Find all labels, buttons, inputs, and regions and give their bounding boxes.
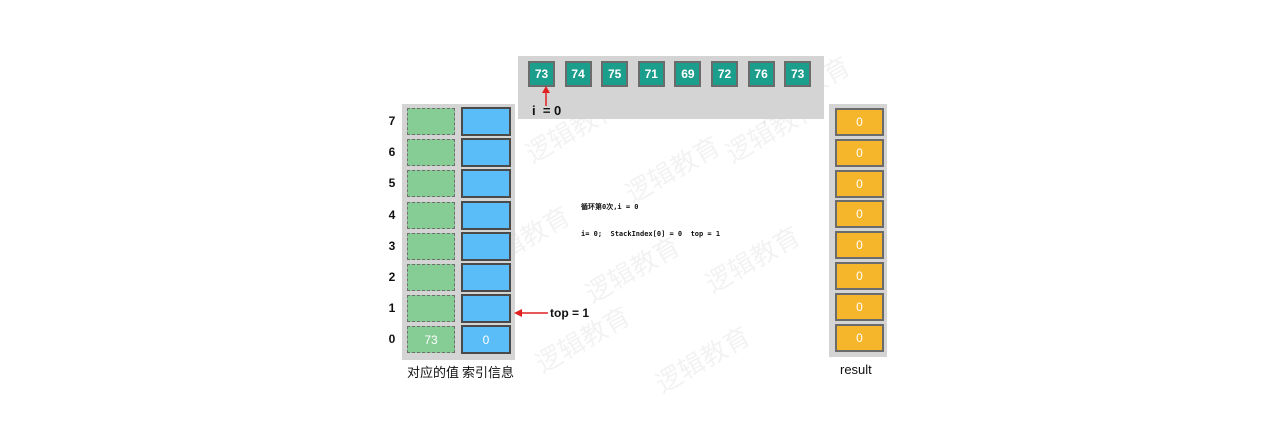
value-cell bbox=[407, 108, 455, 135]
row-index-label: 4 bbox=[388, 207, 396, 222]
result-cell: 0 bbox=[835, 108, 884, 136]
index-cell bbox=[461, 169, 511, 199]
result-label: result bbox=[840, 362, 872, 377]
row-index-label: 0 bbox=[388, 332, 396, 347]
loop-info: 循环第0次,i = 0 i= 0; StackIndex[0] = 0 top … bbox=[581, 185, 720, 248]
row-index-label: 1 bbox=[388, 301, 396, 316]
row-index-label: 7 bbox=[388, 114, 396, 128]
value-column-label: 对应的值 bbox=[407, 365, 460, 380]
watermark: 逻辑教育 bbox=[650, 320, 756, 399]
array-cell: 73 bbox=[528, 61, 555, 87]
index-cell bbox=[461, 138, 511, 168]
array-cell: 76 bbox=[747, 61, 775, 87]
index-column-label: 索引信息 bbox=[462, 365, 515, 380]
array-cell: 72 bbox=[711, 61, 738, 87]
result-cell: 0 bbox=[835, 200, 884, 229]
value-cell bbox=[407, 139, 455, 167]
index-cell bbox=[461, 200, 511, 230]
array-cell: 73 bbox=[784, 61, 812, 87]
top-pointer-arrow bbox=[514, 309, 548, 317]
index-cell: 0 bbox=[461, 325, 511, 355]
i-pointer-arrow bbox=[542, 86, 550, 106]
row-index-label: 2 bbox=[388, 270, 396, 284]
array-cell: 75 bbox=[601, 61, 629, 87]
index-cell bbox=[461, 294, 511, 324]
index-cell bbox=[461, 263, 511, 292]
row-index-label: 6 bbox=[388, 145, 396, 160]
value-cell: 73 bbox=[407, 326, 455, 354]
result-cell: 0 bbox=[835, 292, 884, 321]
array-cell: 74 bbox=[564, 61, 592, 87]
result-cell: 0 bbox=[835, 262, 884, 290]
result-cell: 0 bbox=[835, 169, 884, 198]
result-cell: 0 bbox=[835, 323, 884, 352]
value-cell bbox=[407, 295, 455, 323]
array-cell: 69 bbox=[674, 61, 702, 87]
result-cell: 0 bbox=[835, 231, 884, 260]
loop-info-line: i= 0; StackIndex[0] = 0 top = 1 bbox=[581, 230, 721, 238]
value-cell bbox=[407, 170, 455, 198]
row-index-label: 5 bbox=[388, 176, 396, 191]
value-cell bbox=[407, 201, 455, 229]
i-label: i = 0 bbox=[532, 103, 562, 118]
value-cell bbox=[407, 264, 455, 291]
loop-info-line: 循环第0次,i = 0 bbox=[581, 203, 639, 211]
result-cell: 0 bbox=[835, 138, 884, 167]
row-index-label: 3 bbox=[388, 238, 396, 253]
index-cell bbox=[461, 107, 511, 136]
array-cell: 71 bbox=[637, 61, 665, 87]
value-cell bbox=[407, 232, 455, 260]
top-label: top = 1 bbox=[550, 306, 590, 320]
index-cell bbox=[461, 231, 511, 261]
